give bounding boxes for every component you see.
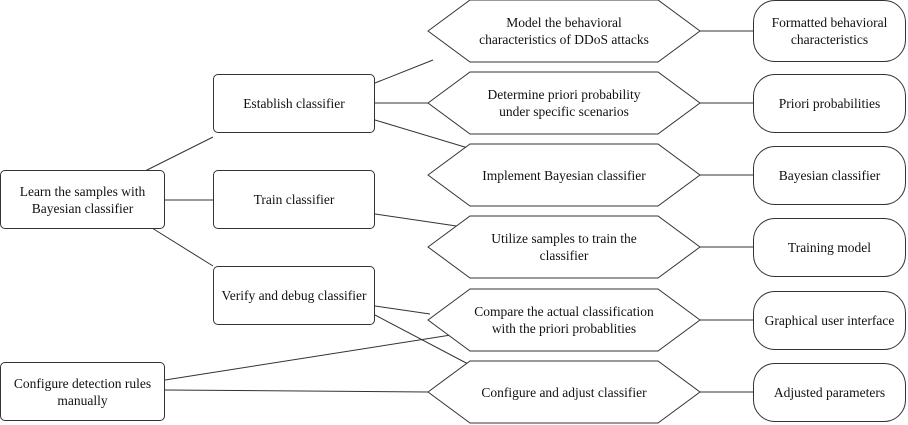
- configure-adjust-label: Configure and adjust classifier: [481, 384, 647, 400]
- implement-bayesian-label: Implement Bayesian classifier: [482, 167, 646, 183]
- gui-output: Graphical user interface: [753, 291, 906, 350]
- connector-learn-establish: [142, 136, 214, 173]
- hex-priori: [427, 71, 701, 135]
- hex-adjust: [427, 360, 701, 424]
- hex-implement: [427, 143, 701, 207]
- hex-utilize: [427, 215, 701, 279]
- configure-rules-box: Configure detection rules manually: [0, 362, 165, 421]
- training-model-output: Training model: [753, 218, 906, 277]
- model-behavior-label: Model the behavioral characteristics of …: [479, 15, 649, 47]
- hex-compare: [427, 288, 701, 352]
- connector-verify-compare: [374, 305, 431, 315]
- hex-model: [427, 0, 701, 63]
- determine-priori-label: Determine priori probability under speci…: [487, 87, 641, 119]
- utilize-samples-label: Utilize samples to train the classifier: [491, 231, 637, 263]
- learn-samples-box: Learn the samples with Bayesian classifi…: [0, 170, 165, 229]
- compare-classification-label: Compare the actual classification with t…: [474, 304, 654, 336]
- verify-classifier-box: Verify and debug classifier: [213, 266, 375, 325]
- connector-configure-adjust: [164, 389, 429, 393]
- adjusted-parameters-output: Adjusted parameters: [753, 363, 906, 422]
- connector-establish-implement: [374, 119, 479, 152]
- priori-probabilities-output: Priori probabilities: [753, 74, 906, 133]
- connector-learn-verify: [151, 227, 214, 267]
- connector-verify-adjust: [374, 314, 471, 366]
- connector-train-utilize: [374, 213, 471, 229]
- train-classifier-box: Train classifier: [213, 170, 375, 229]
- connector-configure-compare: [164, 331, 471, 381]
- bayesian-classifier-output: Bayesian classifier: [753, 146, 906, 205]
- formatted-characteristics-output: Formatted behavioral characteristics: [753, 0, 906, 62]
- connector-establish-model: [374, 59, 434, 84]
- establish-classifier-box: Establish classifier: [213, 74, 375, 133]
